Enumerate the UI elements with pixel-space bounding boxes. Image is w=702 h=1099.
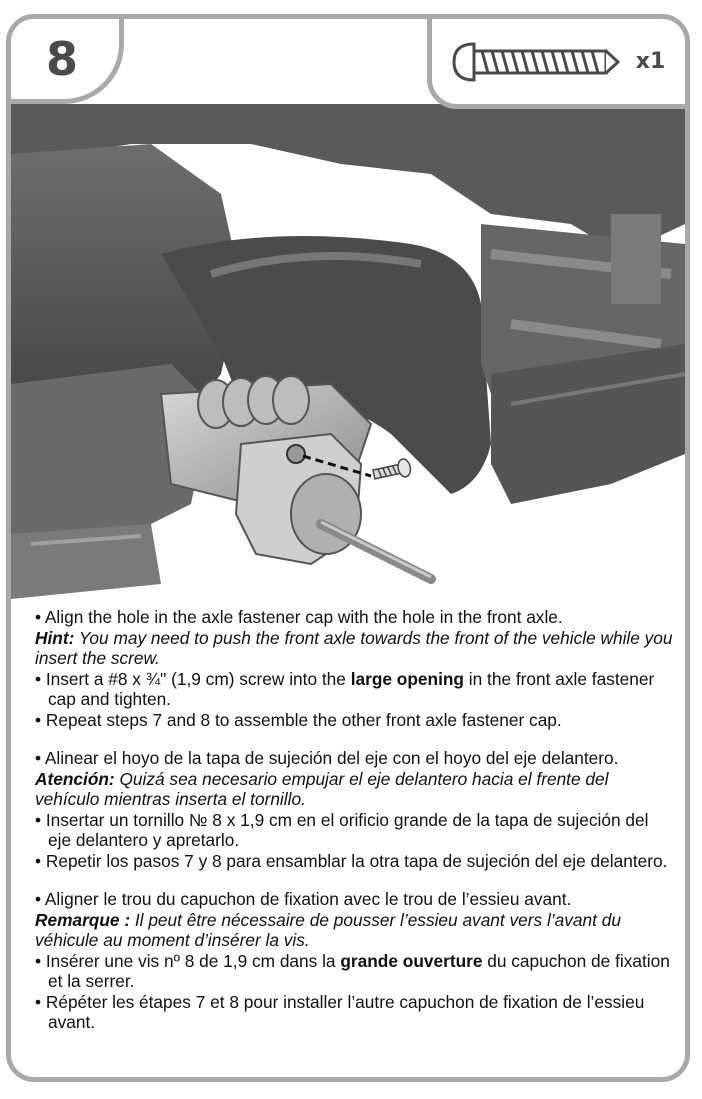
french-step-insert-post: du capuchon de fixation et la serrer.	[48, 950, 670, 992]
french-step-align: • Aligner le trou du capuchon de fixatio…	[35, 889, 572, 909]
spanish-step-repeat: • Repetir los pasos 7 y 8 para ensamblar…	[35, 850, 668, 871]
parts-required-box: x1	[427, 19, 685, 109]
french-step-insert: • Insérer une vis nº 8 de 1,9 cm dans la…	[35, 951, 675, 992]
english-step-insert-post: in the front axle fastener cap and tight…	[48, 668, 655, 710]
french-hint-label: Remarque :	[35, 909, 131, 930]
step-number: 8	[45, 32, 78, 86]
english-step-align: • Align the hole in the axle fastener ca…	[35, 607, 563, 627]
english-hint-text: You may need to push the front axle towa…	[35, 627, 673, 669]
instruction-panel: 8 x1	[6, 14, 690, 1082]
french-step-repeat: • Répéter les étapes 7 et 8 pour install…	[35, 991, 645, 1033]
french-step-insert-bold: grande ouverture	[340, 950, 483, 971]
instructions-text: • Align the hole in the axle fastener ca…	[35, 607, 675, 1051]
spanish-instructions: • Alinear el hoyo de la tapa de sujeción…	[35, 748, 675, 871]
english-instructions: • Align the hole in the axle fastener ca…	[35, 607, 675, 730]
french-instructions: • Aligner le trou du capuchon de fixatio…	[35, 889, 675, 1033]
french-hint: Remarque : Il peut être nécessaire de po…	[35, 910, 675, 951]
english-step-repeat: • Repeat steps 7 and 8 to assemble the o…	[35, 709, 562, 730]
english-step-insert-pre: • Insert a #8 x ¾" (1,9 cm) screw into t…	[35, 668, 351, 689]
english-hint: Hint: You may need to push the front axl…	[35, 628, 675, 669]
spanish-step-insert: • Insertar un tornillo № 8 x 1,9 cm en e…	[35, 809, 649, 851]
english-step-insert: • Insert a #8 x ¾" (1,9 cm) screw into t…	[35, 669, 675, 710]
french-step-insert-pre: • Insérer une vis nº 8 de 1,9 cm dans la	[35, 950, 341, 971]
step-badge: 8	[11, 19, 124, 104]
english-hint-label: Hint:	[35, 627, 75, 648]
french-hint-text: Il peut être nécessaire de pousser l’ess…	[35, 909, 621, 951]
screw-icon	[452, 41, 620, 82]
parts-quantity: x1	[635, 49, 666, 74]
spanish-hint: Atención: Quizá sea necesario empujar el…	[35, 769, 675, 810]
english-step-insert-bold: large opening	[350, 668, 464, 689]
vehicle-axle-illustration	[11, 104, 685, 604]
spanish-hint-label: Atención:	[35, 768, 115, 789]
spanish-hint-text: Quizá sea necesario empujar el eje delan…	[35, 768, 609, 810]
spanish-step-align: • Alinear el hoyo de la tapa de sujeción…	[35, 748, 619, 768]
